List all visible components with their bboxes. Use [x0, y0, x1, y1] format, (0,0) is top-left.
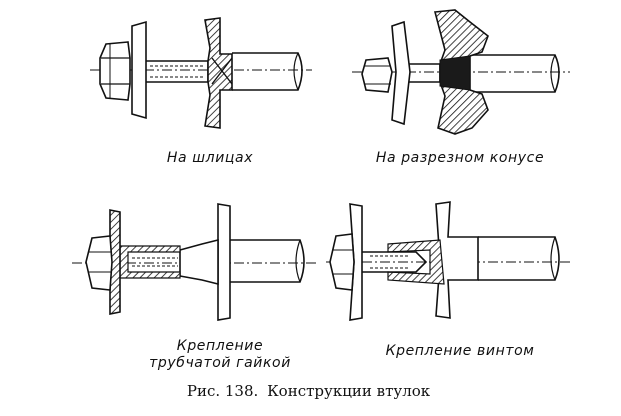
label-spline: На шлицах — [166, 150, 254, 166]
tapered-neck — [179, 238, 219, 286]
hub-flange — [435, 201, 479, 319]
caption-text: Конструкции втулок — [267, 382, 431, 400]
label-split-cone: На разрезном конусе — [375, 150, 545, 166]
shaft — [230, 239, 305, 283]
spline-hub-drawing — [90, 17, 312, 129]
washer-plate — [131, 20, 147, 120]
tubular-nut — [119, 245, 181, 279]
split-cone — [439, 55, 471, 91]
label-tubular-nut-line2: трубчатой гайкой — [149, 355, 291, 371]
hex-nut — [361, 57, 393, 93]
spline-mark — [211, 57, 233, 85]
hex-nut — [329, 233, 355, 291]
shaft — [470, 54, 560, 93]
threaded-stud — [140, 60, 209, 83]
shaft — [232, 52, 303, 91]
hex-nut — [99, 41, 131, 101]
caption-prefix: Рис. 138. — [186, 382, 259, 400]
tubular-nut-hub-drawing — [72, 203, 318, 321]
label-tubular-nut-line1: Крепление — [176, 338, 264, 354]
screw — [362, 251, 428, 273]
label-screw: Крепление винтом — [385, 343, 535, 359]
hub-flange — [204, 17, 233, 129]
figure-caption: Рис. 138. Конструкции втулок — [0, 382, 621, 400]
hex-nut — [85, 235, 113, 291]
washer-plate — [391, 20, 411, 126]
screw-hub-drawing — [326, 201, 572, 321]
hub-flange — [217, 203, 231, 321]
split-cone-hub-drawing — [352, 9, 570, 135]
shaft — [478, 236, 560, 281]
